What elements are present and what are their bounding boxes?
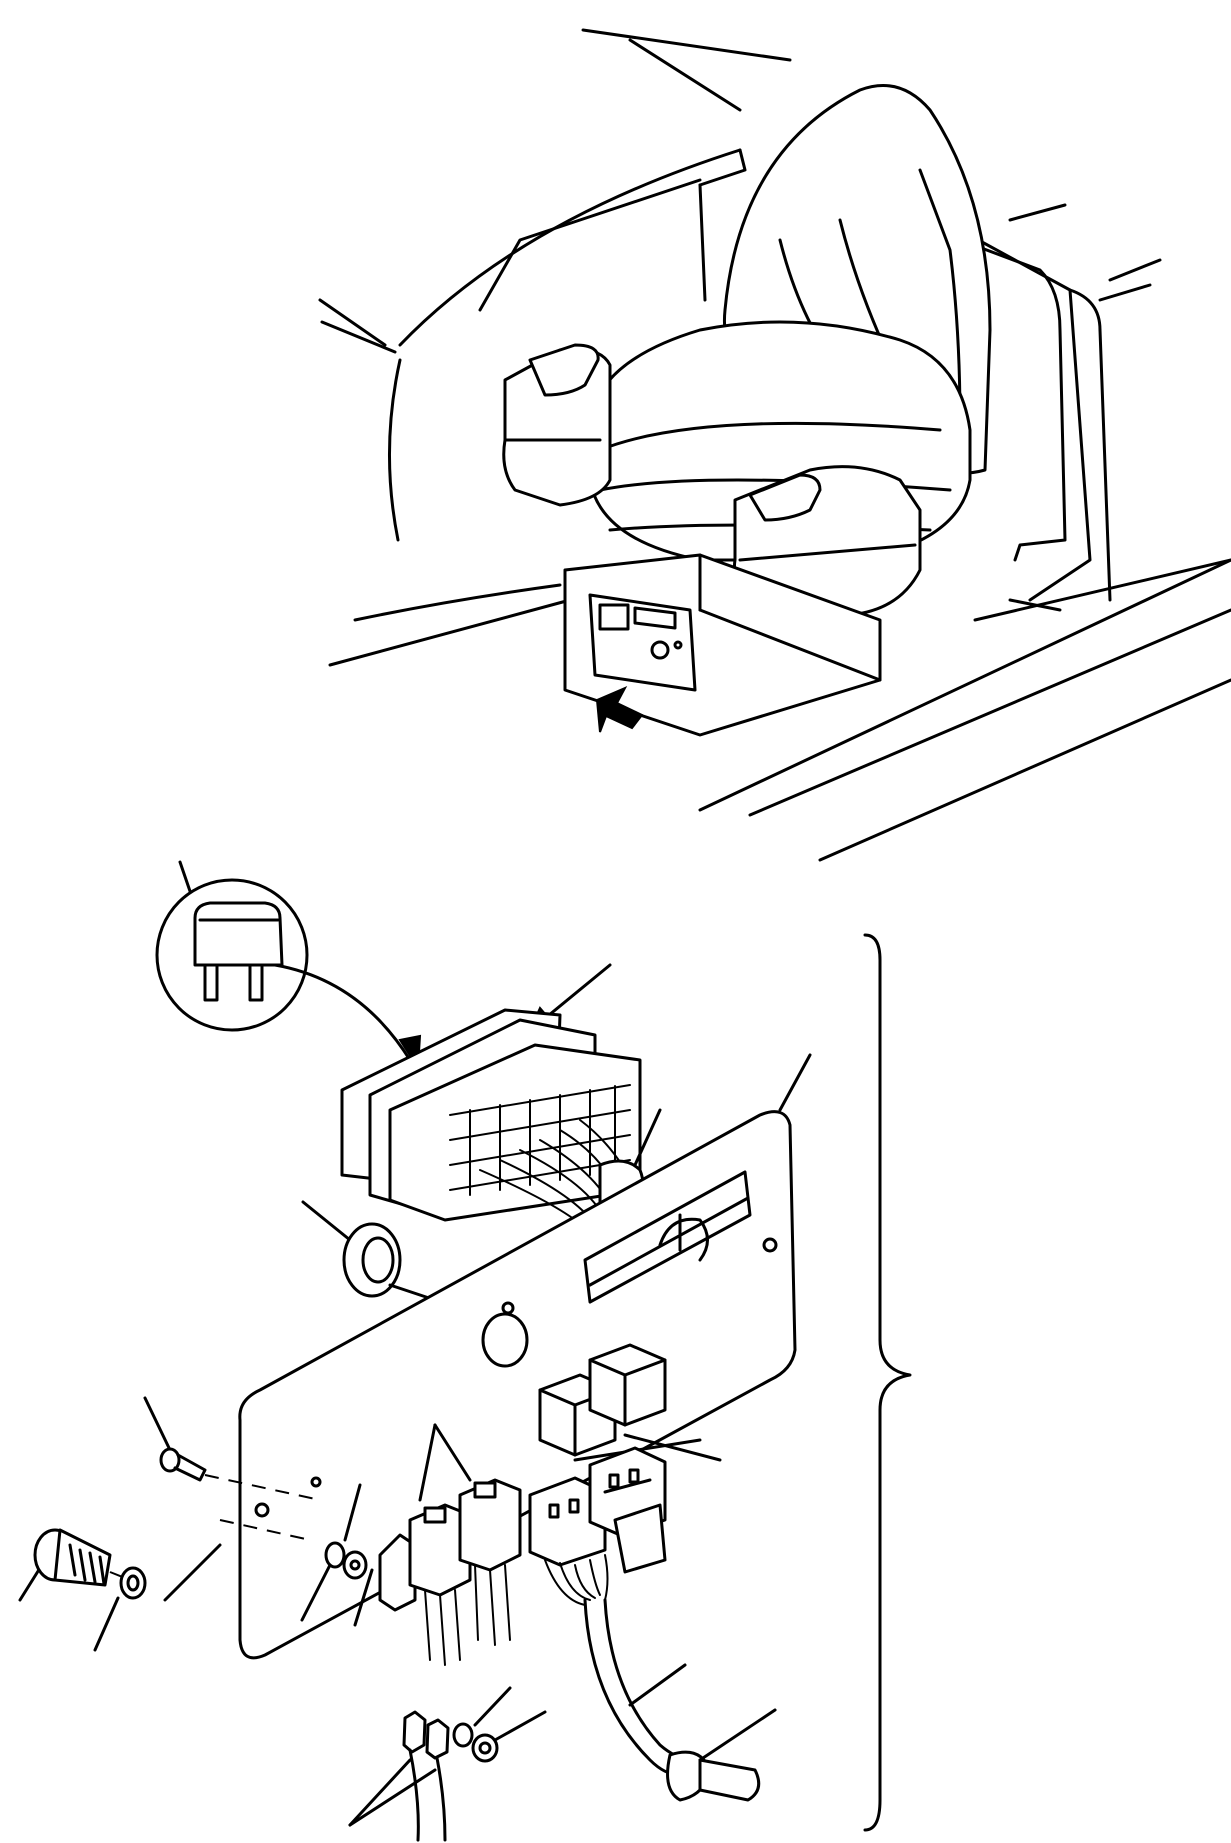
fuse-icon (193, 901, 284, 967)
cab-seat-view (318, 28, 1231, 862)
large-bolt (18, 1519, 311, 1652)
relay-sockets (528, 1446, 667, 1574)
relays (538, 1343, 722, 1462)
assembly-brace (863, 933, 912, 1832)
plate-nut-set (300, 1483, 368, 1622)
loose-grommet (301, 1200, 437, 1302)
pigtail-relays (408, 1423, 522, 1666)
ring-terminals (348, 1568, 547, 1842)
left-armrest (502, 343, 612, 507)
cab-frame (318, 28, 1231, 862)
right-armrest (732, 465, 922, 617)
cable-clamp (666, 1708, 777, 1802)
location-arrow (595, 685, 644, 733)
fuse-panel-exploded-view (18, 860, 912, 1842)
small-screw (143, 1396, 321, 1501)
mounting-plate (238, 1053, 812, 1660)
seat-base (563, 553, 882, 737)
main-harness (544, 1554, 692, 1777)
fuse-box (340, 963, 642, 1229)
callout-leader-arrow (273, 963, 412, 1062)
fuse-detail-callout (155, 860, 422, 1072)
